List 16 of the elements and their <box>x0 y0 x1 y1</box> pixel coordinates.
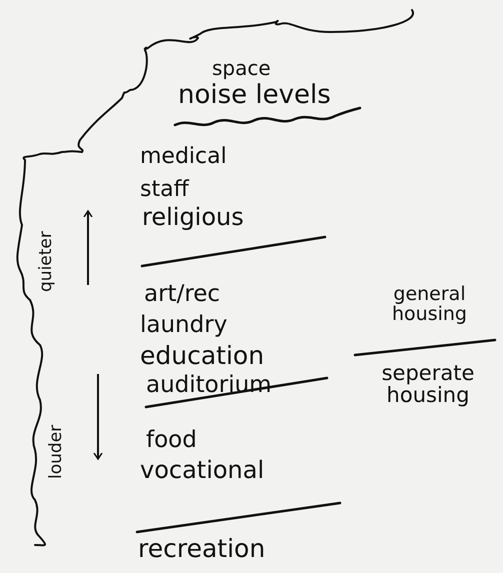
zone-label: art/rec <box>144 282 220 306</box>
zone-label: general housing <box>391 285 468 325</box>
zone-label: recreation <box>138 536 266 562</box>
zone-label: medical <box>140 145 227 168</box>
axis-label: quieter <box>38 231 56 292</box>
zone-label: staff <box>140 178 189 202</box>
zone-label: noise levels <box>178 82 331 110</box>
zone-label: religious <box>142 205 244 230</box>
zone-label: seperate housing <box>380 362 476 406</box>
axis-label: louder <box>48 424 66 479</box>
zone-label: space <box>212 58 271 79</box>
zone-label: auditorium <box>146 373 272 398</box>
zone-label: education <box>140 343 264 370</box>
zone-label: laundry <box>140 313 228 338</box>
zone-label: vocational <box>140 458 264 484</box>
zone-label: food <box>146 428 197 452</box>
